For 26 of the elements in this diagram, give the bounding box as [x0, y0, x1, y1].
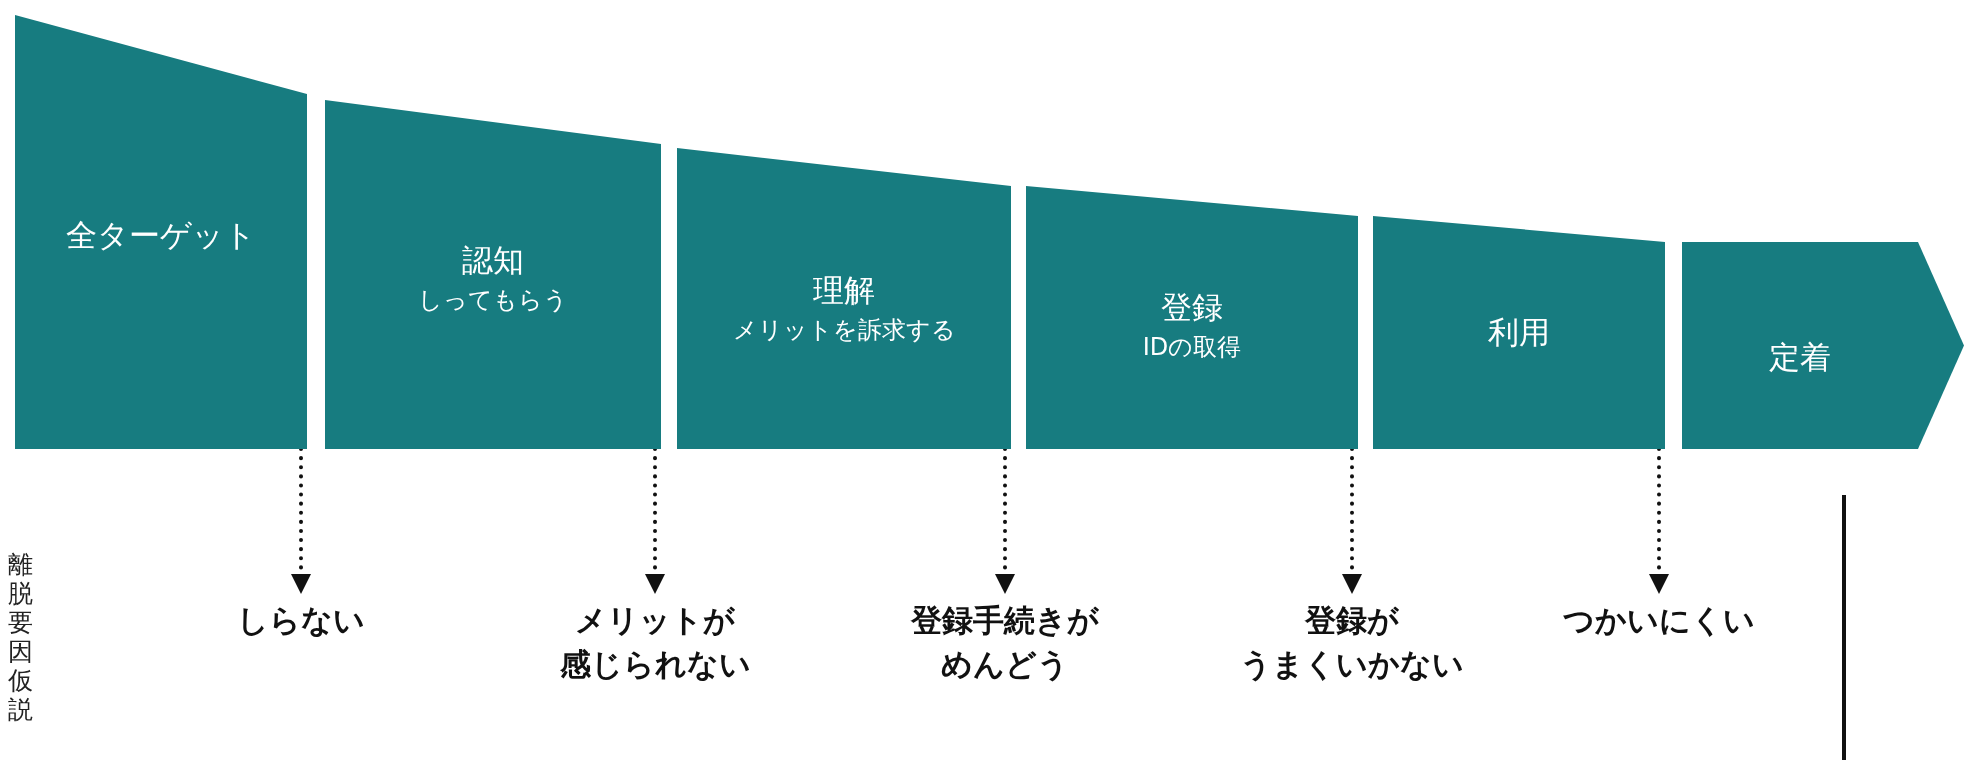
- funnel-stage: [15, 15, 307, 449]
- stage-title: 登録: [1160, 288, 1224, 327]
- funnel-stage: [1373, 216, 1665, 449]
- stage-title: 利用: [1487, 313, 1551, 352]
- dropout-reason: メリットが感じられない: [559, 598, 751, 686]
- vertical-label: 離脱要因仮説: [8, 550, 34, 724]
- stage-title: 認知: [461, 241, 525, 280]
- arrow: [1342, 447, 1362, 594]
- dropout-reason: しらない: [237, 598, 365, 642]
- arrow: [291, 447, 311, 594]
- arrow: [1649, 447, 1669, 594]
- stage-title: 理解: [812, 271, 876, 310]
- stage-title: 定着: [1768, 338, 1832, 377]
- dropout-reason: 登録がうまくいかない: [1240, 598, 1464, 686]
- arrow: [995, 447, 1015, 594]
- funnel-stage: [1026, 186, 1358, 449]
- stage-title: 全ターゲット: [65, 216, 257, 255]
- dropout-reason: つかいにくい: [1563, 598, 1755, 642]
- funnel-stage: [325, 100, 661, 449]
- funnel-stage: [1682, 242, 1964, 449]
- stage-subtitle: しってもらう: [417, 285, 569, 316]
- funnel-stage: [677, 148, 1011, 449]
- stage-subtitle: IDの取得: [1141, 332, 1243, 363]
- arrow: [645, 447, 665, 594]
- dropout-reason: 登録手続きがめんどう: [911, 598, 1099, 686]
- stage-subtitle: メリットを訴求する: [731, 315, 957, 346]
